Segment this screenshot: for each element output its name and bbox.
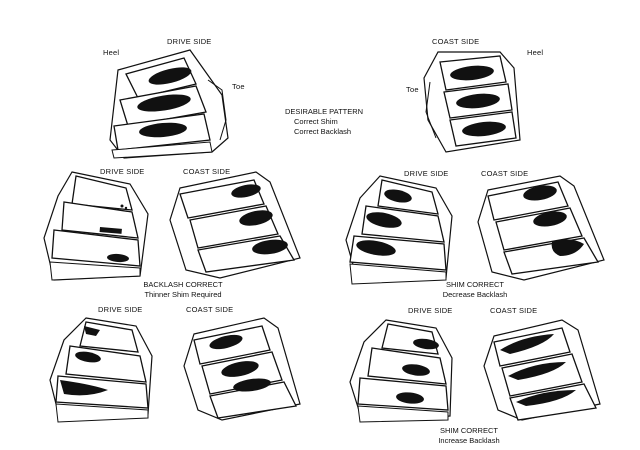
label-mid-left-coast-side: COAST SIDE [183, 167, 231, 176]
label-mid-left-drive-side: DRIVE SIDE [100, 167, 145, 176]
gear-bottom-left-drive [49, 317, 153, 423]
mid-right-caption-line1: SHIM CORRECT [446, 280, 504, 289]
desirable-pattern-caption: DESIRABLE PATTERN Correct Shim Correct B… [285, 107, 363, 137]
gear-mid-left-coast [169, 171, 301, 279]
mid-left-caption-line1: BACKLASH CORRECT [143, 280, 223, 289]
mid-right-caption-line2: Decrease Backlash [442, 290, 508, 299]
label-bottom-right-coast-side: COAST SIDE [490, 306, 538, 315]
bottom-right-caption: SHIM CORRECT Increase Backlash [414, 426, 524, 446]
desirable-pattern-title: DESIRABLE PATTERN [285, 107, 364, 116]
label-top-drive-side: DRIVE SIDE [167, 37, 212, 46]
gear-bottom-left-coast [183, 317, 301, 421]
gear-mid-right-coast [477, 175, 605, 281]
gear-mid-left-drive [43, 171, 149, 281]
label-bottom-left-drive-side: DRIVE SIDE [98, 305, 143, 314]
bottom-right-caption-line2: Increase Backlash [438, 436, 500, 445]
label-top-heel-left: Heel [103, 48, 120, 57]
label-bottom-right-drive-side: DRIVE SIDE [408, 306, 453, 315]
gear-top-drive [109, 49, 229, 159]
mid-left-caption-line2: Thinner Shim Required [144, 290, 222, 299]
label-top-coast-side: COAST SIDE [432, 37, 480, 46]
gear-mid-right-drive [345, 175, 453, 285]
label-top-toe-left: Toe [232, 82, 245, 91]
bottom-right-caption-line1: SHIM CORRECT [440, 426, 498, 435]
gear-bottom-right-coast [483, 319, 601, 421]
label-top-heel-right: Heel [527, 48, 544, 57]
mid-left-caption: BACKLASH CORRECT Thinner Shim Required [128, 280, 238, 300]
gear-bottom-right-drive [349, 319, 453, 423]
desirable-pattern-line2: Correct Backlash [294, 127, 352, 136]
label-mid-right-coast-side: COAST SIDE [481, 169, 529, 178]
desirable-pattern-line1: Correct Shim [294, 117, 338, 126]
label-mid-right-drive-side: DRIVE SIDE [404, 169, 449, 178]
label-top-toe-right: Toe [406, 85, 419, 94]
gear-top-coast [423, 51, 521, 153]
label-bottom-left-coast-side: COAST SIDE [186, 305, 234, 314]
mid-right-caption: SHIM CORRECT Decrease Backlash [420, 280, 530, 300]
